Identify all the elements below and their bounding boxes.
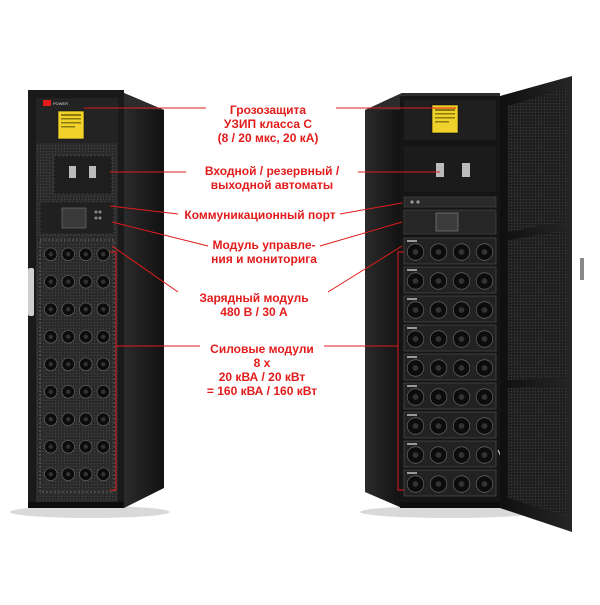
callout-lines [84,107,456,491]
breaker-panel [404,146,496,192]
power-module [403,295,497,323]
left-cabinet: POWER [10,90,170,518]
left-cabinet-side-panel [124,93,164,508]
lcd-screen [61,207,87,229]
callout-charger-module: Зарядный модуль 480 В / 30 А [199,291,309,319]
power-module [403,469,497,497]
power-module [403,440,497,468]
power-module [403,324,497,352]
door-handle[interactable] [28,268,34,316]
floor-shadow [360,506,540,518]
power-module [403,382,497,410]
callout-surge-protection: Грозозащита УЗИП класса С (8 / 20 мкс, 2… [217,103,319,145]
power-module [403,237,497,265]
power-module [44,412,110,426]
brand-logo-icon [43,100,51,106]
breaker-switch-icon [89,166,96,178]
callout-communication-port: Коммуникационный порт [184,208,336,222]
power-module [44,385,110,399]
power-module [403,266,497,294]
power-module [44,357,110,371]
left-power-module-fans [44,247,110,481]
door-latch[interactable] [580,258,584,280]
right-cabinet-side-panel [365,93,402,508]
lcd-screen [435,212,459,232]
communication-port-strip [403,196,497,208]
floor-shadow [10,506,170,518]
power-module [44,247,110,261]
breaker-switch-icon [436,163,444,177]
door-mesh-lower [508,386,566,516]
power-module [403,353,497,381]
brand-logo-text: POWER [53,101,68,106]
breaker-switch-icon [69,166,76,178]
power-module [403,411,497,439]
power-module [44,440,110,454]
callout-breakers: Входной / резервный / выходной автоматы [204,164,340,192]
door-mesh-middle [508,230,566,380]
callout-control-module: Модуль управле- ния и мониторига [211,238,317,266]
power-module [44,302,110,316]
power-module [44,467,110,481]
breaker-panel [53,155,113,195]
power-module [44,330,110,344]
right-cabinet [360,76,584,532]
door-mesh-upper [508,88,566,232]
power-module [44,275,110,289]
right-power-module-fans [403,237,497,497]
callout-power-modules: Силовые модули 8 х 20 кВА / 20 кВт = 160… [206,342,318,398]
breaker-switch-icon [462,163,470,177]
